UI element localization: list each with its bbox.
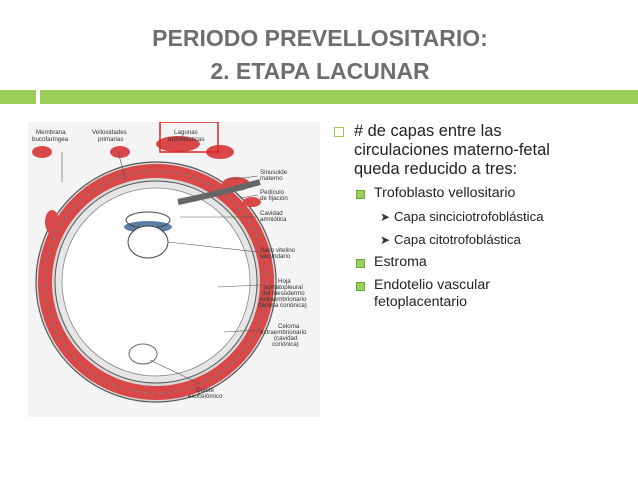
label-bucofaringea: bucofaríngea xyxy=(32,136,69,143)
sub-bullet-trofoblasto: Trofoblasto vellositario xyxy=(330,185,630,202)
title-rule-left xyxy=(0,90,36,104)
label-primarias: primarias xyxy=(98,136,123,143)
exocoelomic-cyst xyxy=(128,343,158,365)
sub-bullet-estroma-text: Estroma xyxy=(374,254,427,270)
subsub-bullet-sincicio-text: Capa sinciciotrofoblástica xyxy=(394,209,544,224)
label-membrana: Membrana xyxy=(36,129,66,136)
label-extraembrionario: extraembrionario xyxy=(260,296,307,303)
label-cavidad-2: (cavidad xyxy=(274,335,298,342)
arrow-bullet-icon: ➤ xyxy=(380,233,391,247)
subsub-bullet-cito-text: Capa citotrofoblástica xyxy=(394,232,521,247)
label-extraembrionario-2: extraembrionario xyxy=(260,329,307,336)
lagunas-highlight-box xyxy=(159,122,219,153)
label-exocelomico: exocelómico xyxy=(188,393,223,400)
lacuna-blob xyxy=(156,136,200,152)
label-saco: Saco vitelino xyxy=(260,247,296,254)
lacuna-blob xyxy=(45,210,59,234)
label-amniotica: amniótica xyxy=(260,216,287,223)
label-vellosidades: Vellosidades xyxy=(92,129,127,136)
lacuna-blob xyxy=(243,197,261,207)
label-somatopleural: somatopleural xyxy=(264,284,303,291)
label-sinusoide: Sinusoide xyxy=(260,169,288,176)
sub-bullet-endotelio: Endotelio vascular fetoplacentario xyxy=(330,277,630,311)
square-bullet-icon xyxy=(356,190,365,199)
bullet-content: # de capas entre las circulaciones mater… xyxy=(330,122,630,311)
label-lamina: (lámina coriónica) xyxy=(258,302,307,309)
bullet-main: # de capas entre las circulaciones mater… xyxy=(330,122,630,179)
label-quiste: Quiste xyxy=(196,387,214,394)
bullet-main-line-1: # de capas entre las xyxy=(354,122,502,140)
label-materno: materno xyxy=(260,175,283,182)
slide-title: PERIODO PREVELLOSITARIO: 2. ETAPA LACUNA… xyxy=(40,22,600,88)
title-rule xyxy=(40,90,638,104)
sub-bullet-endotelio-line-2: fetoplacentario xyxy=(374,294,468,310)
leader-lines xyxy=(61,151,261,385)
chorionic-cavity xyxy=(61,187,251,377)
bullet-main-line-2: circulaciones materno-fetal xyxy=(354,141,550,159)
embryo-lacunar-stage-diagram: Membrana bucofaríngea Vellosidades prima… xyxy=(28,122,320,417)
embryo-diagram-figure: Membrana bucofaríngea Vellosidades prima… xyxy=(28,122,320,417)
yolk-sac xyxy=(127,225,169,259)
label-cavidad: Cavidad xyxy=(260,210,283,217)
sub-bullet-trofoblasto-text: Trofoblasto vellositario xyxy=(374,185,516,201)
square-bullet-icon xyxy=(356,282,365,291)
label-del-mesodermo: del mesodermo xyxy=(262,290,305,297)
connecting-stalk xyxy=(177,179,261,205)
subsub-bullet-sincicio: ➤ Capa sinciciotrofoblástica xyxy=(330,209,630,225)
label-celoma: Celoma xyxy=(278,323,300,330)
lacuna-blob xyxy=(110,146,130,158)
label-pediculo: Pedículo xyxy=(260,189,285,196)
label-corionica: coriónica) xyxy=(272,341,299,348)
title-line-1: PERIODO PREVELLOSITARIO: xyxy=(152,25,488,51)
title-line-2: 2. ETAPA LACUNAR xyxy=(210,58,430,84)
villi-pattern xyxy=(44,170,268,394)
arrow-bullet-icon: ➤ xyxy=(380,210,391,224)
label-hoja: Hoja xyxy=(278,278,291,285)
sub-bullet-endotelio-line-1: Endotelio vascular xyxy=(374,277,490,293)
label-secundario: secundario xyxy=(260,253,291,260)
checkbox-bullet-icon xyxy=(334,127,344,137)
sub-bullet-estroma: Estroma xyxy=(330,254,630,271)
label-de-fijacion: de fijación xyxy=(260,195,288,202)
bullet-main-line-3: queda reducido a tres: xyxy=(354,160,518,178)
square-bullet-icon xyxy=(356,259,365,268)
subsub-bullet-cito: ➤ Capa citotrofoblástica xyxy=(330,232,630,248)
lacuna-blob xyxy=(206,145,234,159)
lacuna-blob xyxy=(32,146,52,158)
label-trofoblasticas: trofoblásticas xyxy=(168,136,204,143)
label-lagunas: Lagunas xyxy=(174,129,198,136)
